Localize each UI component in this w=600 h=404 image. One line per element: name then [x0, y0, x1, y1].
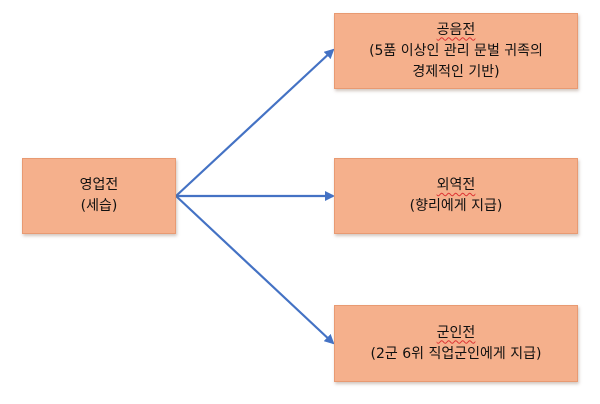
target-node-description: (2군 6위 직업군인에게 지급) [370, 345, 542, 362]
target-node-title: 외역전 [436, 177, 476, 193]
source-node-yeongeopjeon: 영업전 (세습) [22, 158, 176, 234]
target-node-guninjeon: 군인전 (2군 6위 직업군인에게 지급) [334, 305, 578, 382]
target-node-description-cont: 경제적인 기반) [412, 63, 500, 80]
source-node-subtitle: (세습) [80, 198, 118, 214]
target-node-description: (5품 이상인 관리 문벌 귀족의 [369, 42, 543, 59]
target-node-oeyeokjeon: 외역전 (향리에게 지급) [334, 158, 578, 234]
arrow-to-guninjeon [175, 195, 335, 345]
source-node-title: 영업전 [79, 177, 119, 193]
target-node-title: 군인전 [436, 324, 476, 341]
arrow-to-gongeumjeon [175, 48, 335, 197]
target-node-title: 공음전 [436, 21, 476, 38]
target-node-description: (향리에게 지급) [409, 198, 503, 214]
target-node-gongeumjeon: 공음전 (5품 이상인 관리 문벌 귀족의 경제적인 기반) [334, 13, 578, 89]
